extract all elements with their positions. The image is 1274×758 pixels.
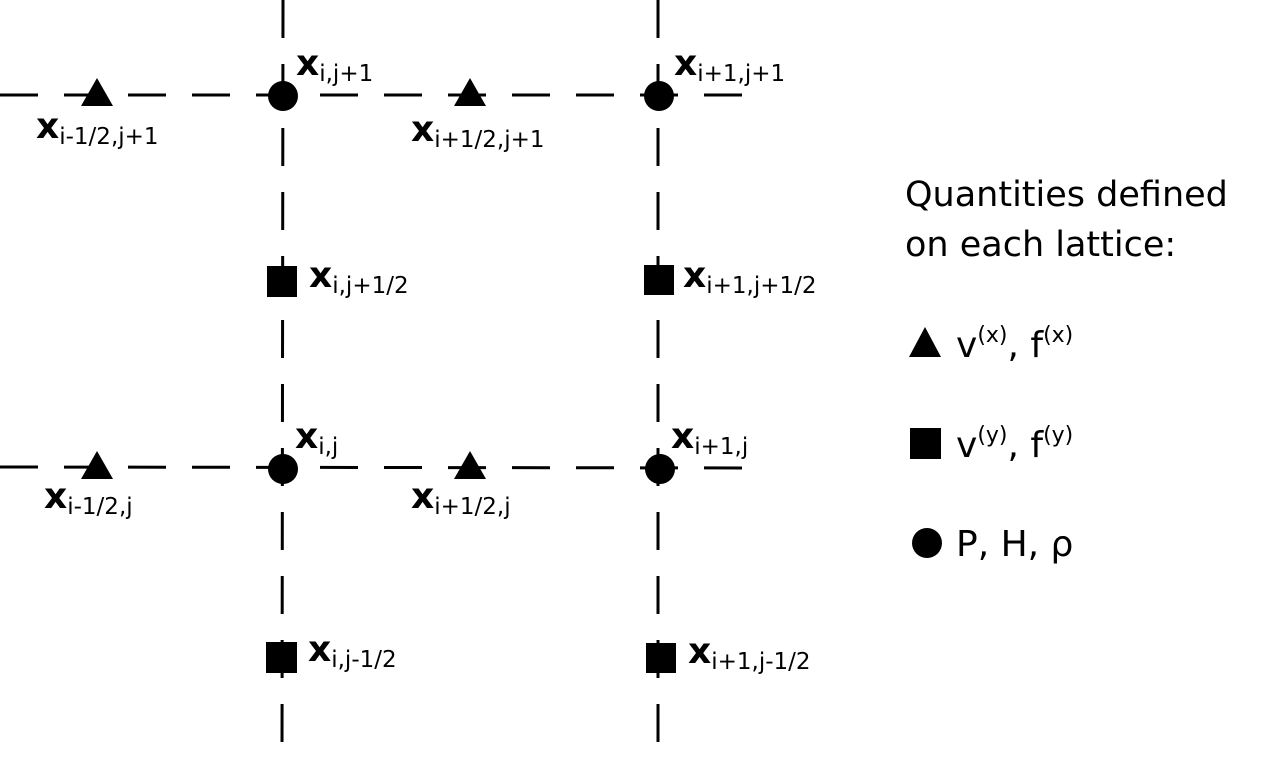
node-label-main: x: [688, 631, 711, 672]
node-label-ip1-jp1: xi+1,j+1: [674, 43, 785, 87]
node-label-sub: i,j+1/2: [332, 273, 408, 299]
legend-item-circle: P, H, ρ: [956, 524, 1073, 565]
node-label-i-jp1: xi,j+1: [296, 43, 373, 87]
circle-marker-ip1-j: [645, 454, 675, 484]
triangle-marker-im12-jp1: [81, 78, 113, 106]
legend-title-line-1: Quantities defined: [905, 175, 1228, 215]
node-label-main: x: [308, 629, 331, 670]
node-label-sub: i+1,j: [694, 434, 748, 460]
node-label-main: x: [411, 109, 434, 150]
node-labels: xi,j+1 xi+1,j+1 xi-1/2,j+1 xi+1/2,j+1 xi…: [36, 43, 817, 675]
square-marker-i-jp12: [267, 266, 297, 297]
legend-item-var: f: [1030, 425, 1044, 466]
node-label-i-j: xi,j: [295, 416, 338, 460]
circle-marker-ip1-jp1: [644, 81, 674, 111]
node-label-im12-j: xi-1/2,j: [44, 476, 133, 520]
legend-item-sup: (y): [1043, 423, 1073, 448]
node-label-ip12-jp1: xi+1/2,j+1: [411, 109, 545, 153]
triangle-marker-ip12-j: [454, 451, 486, 479]
legend-item-sep: ,: [1008, 325, 1031, 366]
lattice-markers: [81, 78, 676, 673]
legend-item-square: v(y), f(y): [956, 423, 1073, 466]
node-label-main: x: [295, 416, 318, 457]
legend-triangle-icon: [909, 327, 941, 357]
node-label-sub: i+1,j+1/2: [706, 273, 816, 299]
legend-item-var: v: [956, 325, 977, 366]
circle-marker-i-jp1: [268, 81, 298, 111]
node-label-main: x: [296, 43, 319, 84]
legend-item-triangle: v(x), f(x): [956, 323, 1073, 366]
node-label-main: x: [674, 43, 697, 84]
node-label-i-jp12: xi,j+1/2: [309, 255, 409, 299]
node-label-ip1-j: xi+1,j: [671, 416, 748, 460]
legend-title-line-2: on each lattice:: [905, 225, 1176, 265]
triangle-marker-im12-j: [81, 451, 113, 479]
node-label-main: x: [671, 416, 694, 457]
square-marker-ip1-jm12: [646, 643, 676, 673]
node-label-sub: i-1/2,j+1: [59, 124, 158, 150]
legend-item-sup: (y): [977, 423, 1007, 448]
node-label-sub: i+1,j-1/2: [711, 649, 810, 675]
circle-marker-i-j: [268, 454, 298, 484]
node-label-sub: i,j+1: [319, 61, 373, 87]
node-label-sub: i+1/2,j: [434, 494, 510, 520]
legend-circle-icon: [912, 528, 942, 558]
node-label-ip1-jp12: xi+1,j+1/2: [683, 255, 817, 299]
node-label-main: x: [309, 255, 332, 296]
square-marker-i-jm12: [266, 642, 297, 673]
legend-square-icon: [910, 428, 941, 459]
legend-item-sep: ,: [1008, 425, 1031, 466]
legend-item-var: v: [956, 425, 977, 466]
node-label-main: x: [36, 106, 59, 147]
node-label-ip12-j: xi+1/2,j: [411, 476, 511, 520]
node-label-sub: i+1/2,j+1: [434, 127, 544, 153]
square-marker-ip1-jp12: [644, 265, 674, 295]
node-label-ip1-jm12: xi+1,j-1/2: [688, 631, 811, 675]
node-label-main: x: [44, 476, 67, 517]
node-label-main: x: [411, 476, 434, 517]
legend: Quantities defined on each lattice: v(x)…: [905, 175, 1228, 565]
node-label-sub: i-1/2,j: [67, 494, 132, 520]
node-label-main: x: [683, 255, 706, 296]
node-label-im12-jp1: xi-1/2,j+1: [36, 106, 159, 150]
node-label-sub: i,j: [318, 434, 338, 460]
node-label-sub: i+1,j+1: [697, 61, 785, 87]
legend-item-sup: (x): [977, 323, 1007, 348]
legend-item-sup: (x): [1043, 323, 1073, 348]
node-label-sub: i,j-1/2: [331, 647, 396, 673]
legend-item-var: f: [1030, 325, 1044, 366]
node-label-i-jm12: xi,j-1/2: [308, 629, 397, 673]
triangle-marker-ip12-jp1: [454, 78, 486, 106]
